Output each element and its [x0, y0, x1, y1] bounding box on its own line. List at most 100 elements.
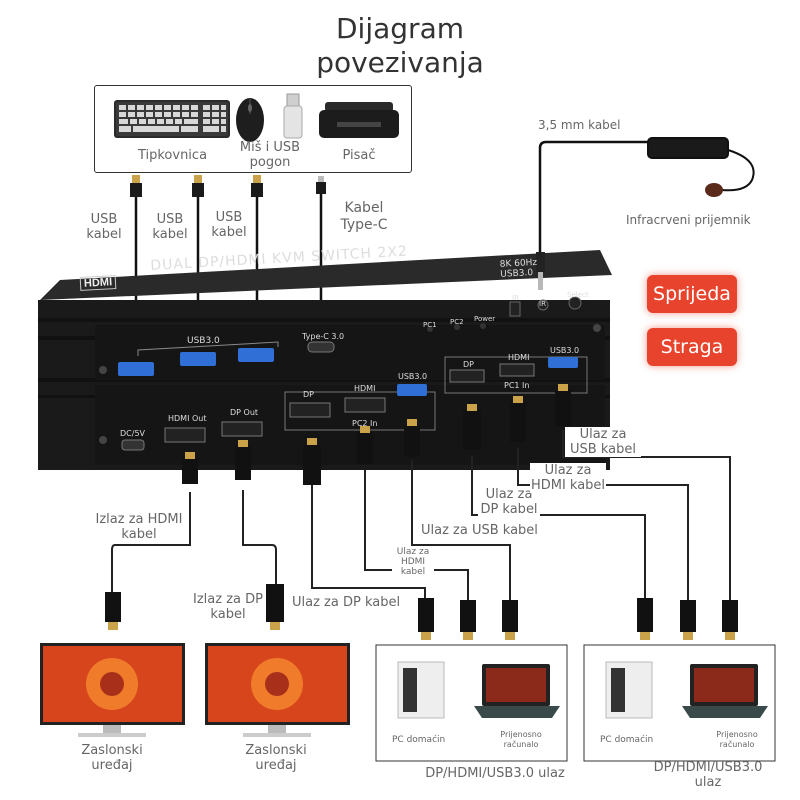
front-view-button[interactable]: Sprijeda: [647, 275, 737, 313]
keyboard-icon: [114, 100, 230, 138]
back-panel: [95, 385, 605, 465]
monitor-left: [40, 643, 185, 737]
ir-jack-icon: [509, 301, 521, 317]
pc2-dp-port: [289, 402, 331, 418]
pc2-hdmi-port: [344, 397, 386, 413]
dp-out-plug-lower: [266, 584, 284, 622]
typec-plug-top: [316, 176, 326, 194]
dp-out-plug-upper: [235, 446, 251, 480]
usb-plug-top-2: [192, 175, 204, 197]
pc1-dp-plug-lower: [637, 598, 653, 632]
pc2-dp-label: DP: [303, 390, 314, 399]
monitor-right-label: Zaslonski uređaj: [245, 743, 307, 773]
usb-in-left-label: Ulaz za USB kabel: [421, 523, 538, 538]
usb-plug-top-1: [130, 175, 142, 197]
typec-port-label: Type-C 3.0: [302, 332, 345, 341]
pc1-hdmi-port: [499, 363, 535, 377]
peripherals-box: Tipkovnica Miš i USB pogon Pisač: [94, 85, 412, 173]
page-title: Dijagram povezivanja: [0, 12, 800, 80]
keyboard-label: Tipkovnica: [137, 148, 208, 163]
dc-port: [121, 439, 145, 451]
laptop-icon-right: [682, 664, 768, 718]
desktop-icon-right: [605, 661, 653, 719]
usb30-front-label: USB3.0: [187, 336, 220, 346]
pc2-led: [454, 324, 460, 330]
pc1-led: [427, 326, 433, 332]
pc1-hdmi-label: HDMI: [508, 353, 530, 362]
pc1-dp-cable: [471, 456, 646, 600]
hdmi-in-right-label: Ulaz za HDMI kabel: [530, 463, 606, 493]
front-typec-port: [307, 341, 335, 353]
pc-left-caption: DP/HDMI/USB3.0 ulaz: [425, 766, 565, 781]
pc2-hdmi-plug-lower: [460, 600, 476, 632]
pc1-usb-label: USB3.0: [550, 346, 580, 355]
monitor-right: [205, 643, 350, 737]
monitor-left-label: Zaslonski uređaj: [81, 743, 143, 773]
audio-plug: [536, 252, 545, 272]
pc1-in-group: [444, 356, 588, 394]
printer-icon: [319, 102, 399, 138]
front-usb-port-1: [118, 362, 154, 376]
device-spec: 8K 60Hz USB3.0: [499, 257, 538, 280]
front-usb-port-3: [238, 348, 274, 362]
pc1-dp-label: DP: [463, 360, 474, 369]
pc2-in-label: PC2 In: [352, 419, 378, 428]
pc1-dp-port: [449, 369, 485, 383]
dc-port-label: DC/5V: [120, 429, 146, 438]
hdmi-out-port: [164, 427, 206, 443]
audio-cable: [538, 140, 652, 268]
dp-out-port: [221, 421, 263, 437]
pc-right-desktop-label: PC domaćin: [600, 735, 654, 745]
usb-cable-label-2: USB kabel: [152, 212, 188, 242]
pc1-usb-plug-upper: [555, 390, 571, 426]
title-line-1: Dijagram: [336, 12, 464, 45]
pc2-hdmi-label: HDMI: [354, 384, 376, 393]
pc2-usb-label: USB3.0: [398, 372, 428, 381]
desktop-icon-left: [397, 661, 445, 719]
hdmi-out-plug-lower: [105, 592, 121, 622]
pc2-led-label: PC2: [450, 318, 464, 326]
pc1-hdmi-plug-upper: [510, 402, 526, 442]
ir-receiver-cable: [647, 137, 755, 192]
pc1-usb-plug-lower: [722, 600, 738, 632]
power-led: [480, 323, 486, 329]
audio-cable-label: 3,5 mm kabel: [538, 118, 621, 132]
pc-left-laptop-label: Prijenosno računalo: [500, 730, 542, 749]
ir-port-icon: [537, 299, 549, 311]
usb-cable-label-1: USB kabel: [86, 212, 122, 242]
dp-out-port-label: DP Out: [230, 408, 259, 417]
title-line-2: povezivanja: [316, 46, 484, 79]
usb-plug-top-3: [251, 175, 263, 197]
mouse-icon: [236, 98, 264, 142]
pc2-dp-plug-lower: [418, 598, 434, 632]
device-top-face: [40, 250, 612, 300]
pc1-dp-plug-upper: [463, 410, 481, 450]
usb-drive-icon: [283, 93, 303, 139]
dp-in-right-label: Ulaz za DP kabel: [478, 487, 540, 517]
pc2-dp-plug-upper: [303, 445, 321, 485]
ir-label-2: IR: [539, 300, 546, 308]
pc2-usb-plug-upper: [404, 425, 420, 457]
pc1-hdmi-plug-lower: [680, 600, 696, 632]
pc1-usb-cable: [562, 430, 731, 602]
dp-out-cable: [242, 490, 277, 590]
hdmi-logo: HDMI: [79, 275, 117, 291]
ir-receiver-head: [705, 183, 723, 197]
typec-cable-label: Kabel Type-C: [340, 200, 388, 233]
select-label: Select: [567, 291, 589, 299]
pc2-usb-plug-lower: [502, 600, 518, 632]
hdmi-out-plug-upper: [182, 458, 198, 484]
hdmi-out-cable: [111, 492, 191, 598]
back-view-button[interactable]: Straga: [647, 328, 737, 366]
pc-right-caption: DP/HDMI/USB3.0 ulaz: [653, 760, 763, 790]
usb-cable-label-3: USB kabel: [211, 210, 247, 240]
pc1-usb-port: [548, 357, 578, 368]
dp-in-left-label: Ulaz za DP kabel: [292, 595, 401, 610]
pc1-led-label: PC1: [423, 321, 437, 329]
laptop-icon-left: [474, 664, 560, 718]
pc2-usb-port: [397, 384, 427, 396]
printer-label: Pisač: [342, 148, 376, 163]
ir-label-1: IR: [512, 294, 519, 302]
select-button-icon: [568, 296, 582, 310]
usb-in-right-label: Ulaz za USB kabel: [565, 427, 641, 457]
